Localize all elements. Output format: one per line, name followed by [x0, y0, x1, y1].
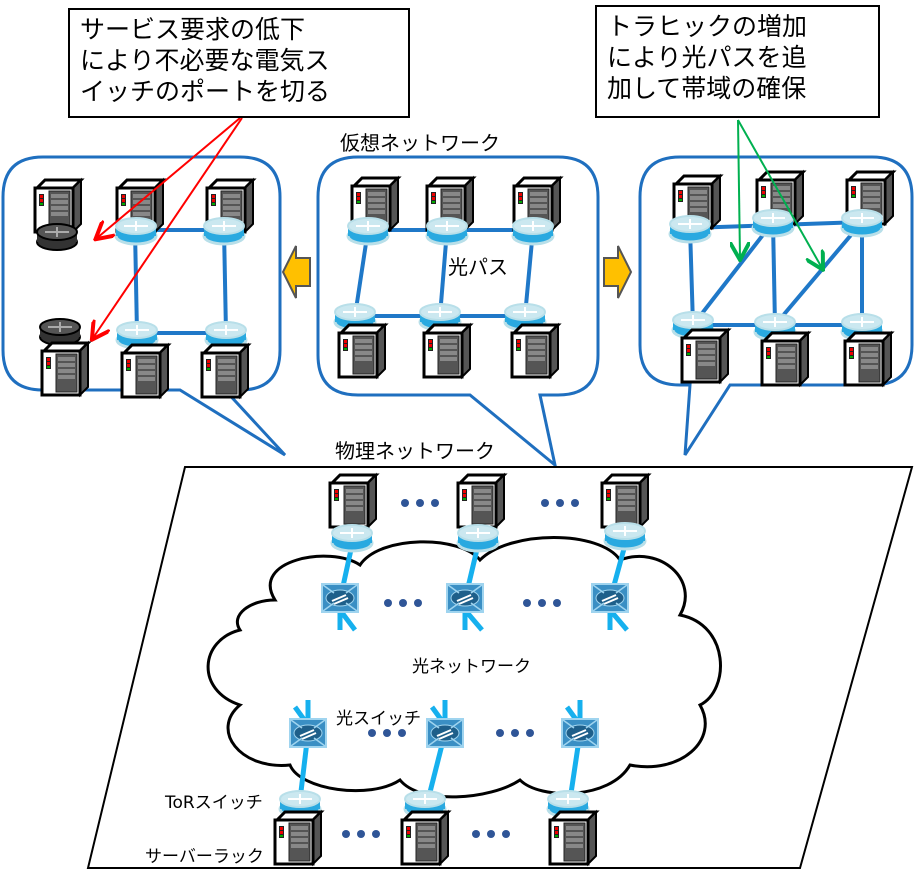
server-rack-icon	[337, 323, 387, 379]
optical-switch-icon	[426, 718, 464, 748]
tor-switch-icon	[603, 521, 647, 551]
server-rack-icon	[328, 473, 378, 529]
tor-switch-icon	[456, 523, 500, 553]
tor-switch-icon	[330, 523, 374, 553]
optical-path-label: 光パス	[448, 255, 508, 279]
server-rack-icon	[760, 331, 810, 387]
optical-switch-icon	[321, 583, 359, 613]
server-rack-icon	[120, 343, 170, 399]
optical-switch-icon	[446, 583, 484, 613]
optical-switch-label: 光スイッチ	[336, 709, 421, 729]
optical-switch-icon	[289, 718, 327, 748]
tor-switch-icon	[346, 216, 390, 246]
remove-arrow	[97, 117, 241, 238]
tor-switch-icon	[751, 208, 795, 238]
optical-network-label: 光ネットワーク	[412, 657, 531, 677]
tor-switch-icon	[114, 216, 158, 246]
tor-switch-icon	[202, 216, 246, 246]
server-rack-icon	[510, 323, 560, 379]
server-rack-label: サーバーラック	[145, 847, 264, 867]
note-line: サービス要求の低下	[80, 15, 306, 44]
right-transition-arrow	[603, 245, 633, 299]
tor-switch-label: ToRスイッチ	[164, 793, 263, 813]
server-rack-icon	[680, 328, 730, 384]
remove-arrow	[93, 117, 243, 338]
right-note-box: トラヒックの増加 により光パスを追 加して帯域の確保	[595, 5, 880, 118]
note-line: により不必要な電気ス	[80, 46, 330, 75]
tor-switch-icon	[840, 208, 884, 238]
optical-switch-icon	[561, 718, 599, 748]
add-path-arrow	[738, 119, 740, 258]
note-line: 加して帯域の確保	[607, 74, 807, 103]
note-line: により光パスを追	[607, 43, 807, 72]
note-line: イッチのポートを切る	[80, 77, 331, 106]
server-rack-icon	[548, 810, 598, 866]
server-rack-icon	[422, 323, 472, 379]
left-note-box: サービス要求の低下 により不必要な電気ス イッチのポートを切る	[68, 8, 410, 118]
right-links	[688, 220, 864, 327]
server-rack-icon	[40, 341, 90, 397]
physical-network-label: 物理ネットワーク	[335, 439, 495, 463]
tor-switch-icon	[668, 214, 712, 244]
left-transition-arrow	[281, 245, 311, 299]
virtual-network-label: 仮想ネットワーク	[340, 131, 500, 155]
ellipsis-dots	[342, 499, 579, 838]
electrical-switch-off-icon	[36, 223, 78, 251]
server-rack-icon	[400, 810, 450, 866]
server-rack-icon	[456, 473, 506, 529]
server-rack-icon	[600, 473, 650, 529]
tor-switch-icon	[511, 216, 555, 246]
server-rack-icon	[273, 810, 323, 866]
tor-switch-icon	[425, 216, 469, 246]
server-rack-icon	[200, 343, 250, 399]
electrical-switch-off-icon	[39, 318, 81, 346]
add-path-arrow	[737, 119, 822, 268]
server-rack-icon	[843, 331, 893, 387]
optical-switch-icon	[591, 583, 629, 613]
note-line: トラヒックの増加	[607, 12, 808, 41]
